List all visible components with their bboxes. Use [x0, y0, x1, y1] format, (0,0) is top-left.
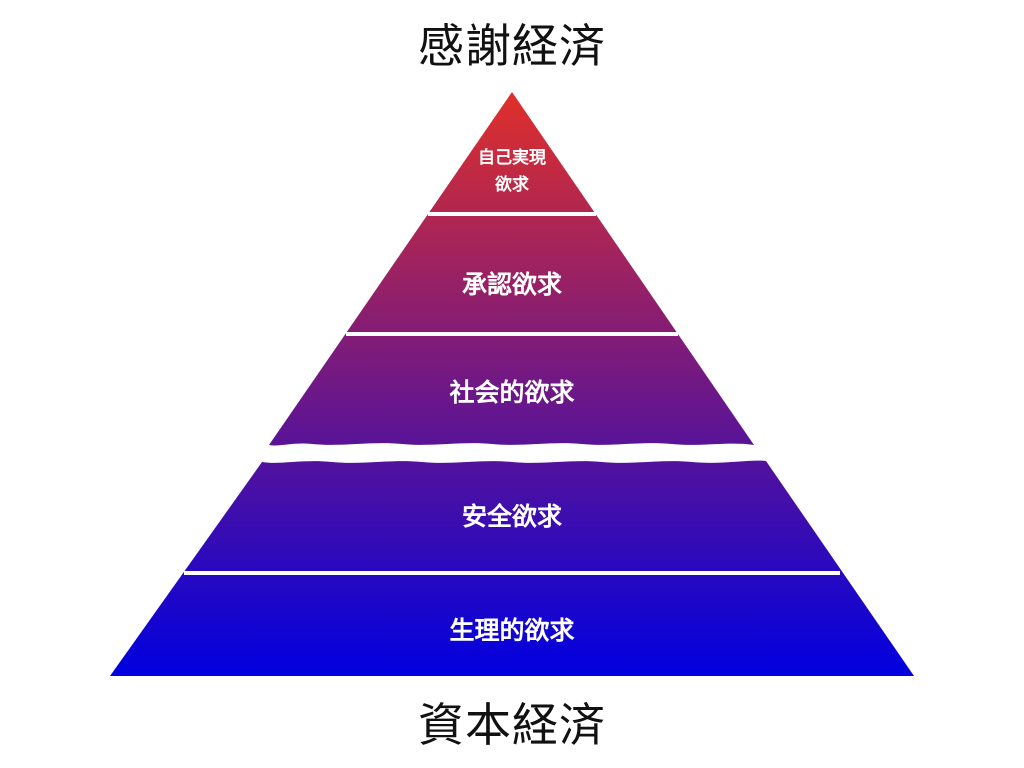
bottom-title: 資本経済	[418, 698, 606, 752]
pyramid-upper-section	[269, 92, 754, 446]
level-label-self-actualization-line1: 自己実現	[478, 147, 546, 168]
level-label-social: 社会的欲求	[449, 378, 574, 407]
pyramid-lower-section	[110, 460, 914, 676]
level-label-safety: 安全欲求	[462, 502, 562, 531]
level-label-self-actualization-line2: 欲求	[494, 174, 529, 195]
level-label-esteem: 承認欲求	[462, 270, 562, 299]
level-label-physiological: 生理的欲求	[449, 616, 574, 645]
top-title: 感謝経済	[418, 19, 606, 73]
